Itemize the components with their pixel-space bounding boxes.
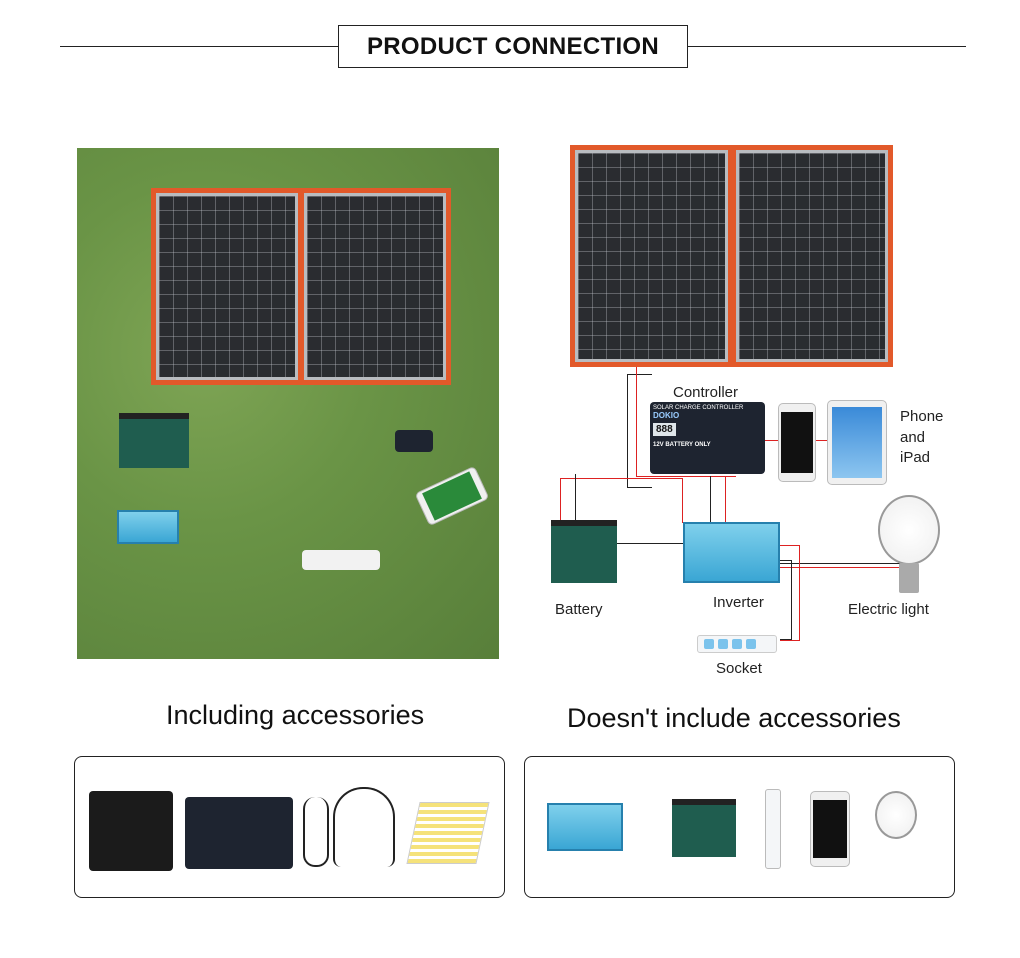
- phone-photo: [414, 465, 490, 527]
- wire: [780, 545, 800, 641]
- battery: [551, 520, 617, 583]
- usb-cable: [303, 797, 329, 867]
- battery-photo: [119, 413, 189, 468]
- bulb-item: [875, 791, 917, 839]
- header-rule-right: [686, 46, 966, 47]
- header-rule-left: [60, 46, 340, 47]
- controller-brand: DOKIO: [653, 411, 680, 420]
- wire: [615, 543, 685, 544]
- wire: [560, 478, 683, 523]
- solar-panel: [570, 145, 893, 367]
- phone: [778, 403, 816, 482]
- excluded-accessories-box: [524, 756, 955, 898]
- controller-display: 888: [653, 423, 676, 436]
- wire: [575, 474, 695, 524]
- label-and: and: [900, 429, 926, 446]
- clip-cables: [333, 787, 395, 867]
- controller-note: 12V BATTERY ONLY: [653, 442, 711, 448]
- charge-controller-item: [185, 797, 293, 869]
- controller-heading: SOLAR CHARGE CONTROLLER: [653, 405, 744, 411]
- wire: [710, 476, 900, 564]
- controller-photo: [395, 430, 433, 452]
- battery-item: [672, 799, 736, 857]
- label-battery: Battery: [555, 601, 603, 618]
- wire: [780, 560, 792, 640]
- socket-item: [765, 789, 781, 869]
- inverter-item: [547, 803, 623, 851]
- inverter: [683, 522, 780, 583]
- label-controller: Controller: [673, 384, 739, 401]
- charge-controller: SOLAR CHARGE CONTROLLER DOKIO 888 12V BA…: [650, 402, 765, 474]
- phone-item: [810, 791, 850, 867]
- page-title: PRODUCT CONNECTION: [338, 25, 688, 68]
- included-accessories-box: [74, 756, 505, 898]
- carry-bag: [89, 791, 173, 871]
- solar-panel-photo: [151, 188, 451, 385]
- wire: [636, 367, 736, 477]
- inverter-photo: [117, 510, 179, 544]
- bulb-base: [899, 563, 919, 593]
- manual: [406, 802, 490, 864]
- socket-photo: [302, 550, 380, 570]
- wire: [627, 374, 652, 488]
- product-photo: [77, 148, 499, 659]
- label-phone: Phone: [900, 408, 944, 425]
- caption-including: Including accessories: [166, 700, 425, 730]
- light-bulb: [878, 495, 940, 565]
- ipad: [827, 400, 887, 485]
- power-socket: [697, 635, 777, 653]
- caption-excluding: Doesn't include accessories: [567, 703, 901, 733]
- label-socket: Socket: [716, 660, 762, 677]
- label-ipad: iPad: [900, 449, 931, 466]
- label-electric-light: Electric light: [848, 601, 929, 618]
- label-inverter: Inverter: [713, 594, 764, 611]
